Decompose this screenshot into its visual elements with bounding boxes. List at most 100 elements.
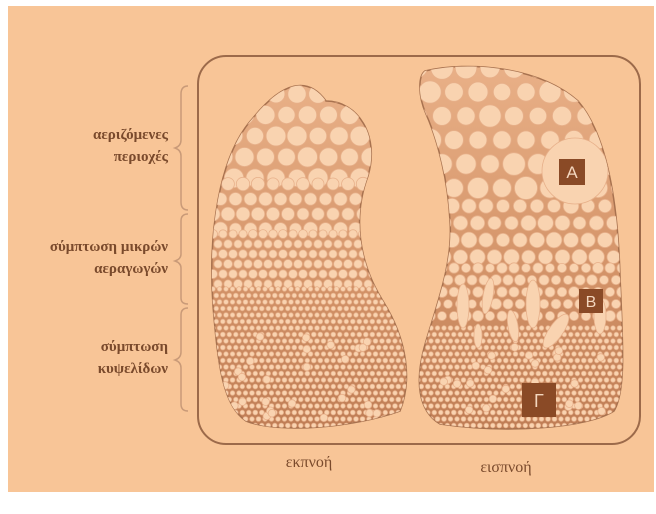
alveolus <box>331 358 336 363</box>
alveolus <box>276 287 281 292</box>
alveolus <box>325 384 330 389</box>
alveolus <box>227 410 232 415</box>
alveolus <box>426 371 431 376</box>
alveolus <box>432 332 437 337</box>
alveolus <box>503 299 513 309</box>
alveolus <box>451 410 456 415</box>
alveolus <box>394 280 403 289</box>
alveolus <box>367 378 372 383</box>
alveolus <box>282 300 287 305</box>
alveolus <box>349 193 361 205</box>
alveolus <box>490 384 495 389</box>
alveolus <box>305 358 310 363</box>
alveolus <box>507 417 512 422</box>
alveolus <box>406 287 411 292</box>
alveolus <box>209 250 217 258</box>
alveolus <box>399 250 407 258</box>
alveolus <box>239 250 248 259</box>
alveolus <box>269 300 274 305</box>
alveolus <box>617 365 622 370</box>
alveolus <box>360 417 365 422</box>
alveolus <box>464 397 469 402</box>
label-alveolar-collapse-line2: κυψελίδων <box>48 358 168 380</box>
alveolus <box>513 417 518 422</box>
alveolus <box>357 293 362 298</box>
alveolus <box>363 332 368 337</box>
alveolus <box>247 384 252 389</box>
alveolus <box>488 216 501 229</box>
alveolus <box>531 360 539 368</box>
alveolus <box>432 384 437 389</box>
alveolus <box>360 365 365 370</box>
alveolus <box>377 332 382 337</box>
alveolus <box>604 378 609 383</box>
alveolus <box>455 404 460 409</box>
alveolus <box>523 345 528 350</box>
alveolus <box>478 384 483 389</box>
alveolus <box>350 410 355 415</box>
alveolus <box>611 326 616 331</box>
alveolus <box>295 339 300 344</box>
alveolus <box>594 397 599 402</box>
alveolus <box>403 293 408 298</box>
alveolus <box>279 230 288 239</box>
alveolus <box>555 250 570 265</box>
alveolus <box>337 371 342 376</box>
alveolus <box>324 240 332 248</box>
alveolus <box>259 345 264 350</box>
alveolus <box>247 306 252 311</box>
alveolus <box>234 306 239 311</box>
alveolus <box>327 178 339 190</box>
alveolus <box>319 250 327 258</box>
alveolus <box>588 384 593 389</box>
alveolus <box>428 199 443 214</box>
alveolus <box>357 208 370 221</box>
alveolus <box>510 358 515 363</box>
alveolus <box>276 300 281 305</box>
alveolus <box>425 263 435 273</box>
alveolus <box>230 391 235 396</box>
alveolus <box>276 417 281 422</box>
alveolus <box>289 417 294 422</box>
alveolus <box>425 384 430 389</box>
alveolus <box>479 199 493 213</box>
alveolus <box>578 417 583 422</box>
alveolus <box>530 371 535 376</box>
alveolus <box>312 371 317 376</box>
alveolus <box>504 371 509 376</box>
alveolus <box>360 326 365 331</box>
alveolus <box>477 358 482 363</box>
alveolus <box>359 270 367 278</box>
alveolus <box>481 391 486 396</box>
alveolus <box>575 371 580 376</box>
alveolus <box>315 313 320 318</box>
alveolus <box>565 391 570 396</box>
alveolus <box>279 306 284 311</box>
alveolus <box>604 339 609 344</box>
alveolus <box>394 260 402 268</box>
alveolus <box>234 397 239 402</box>
alveolus <box>230 352 235 357</box>
alveolus <box>289 352 294 357</box>
alveolus <box>292 319 297 324</box>
alveolus <box>393 300 398 305</box>
alveolus <box>339 270 348 279</box>
alveolus <box>219 270 228 279</box>
alveolus <box>439 371 444 376</box>
alveolus <box>546 352 551 357</box>
alveolus <box>481 352 486 357</box>
alveolus <box>478 397 483 402</box>
alveolus <box>525 352 533 360</box>
alveolus <box>331 397 336 402</box>
alveolus <box>604 391 609 396</box>
alveolus <box>351 397 356 402</box>
alveolus <box>282 287 287 292</box>
alveolus <box>509 263 519 273</box>
alveolus <box>432 371 437 376</box>
alveolus <box>363 423 368 428</box>
alveolus <box>522 250 536 264</box>
alveolus <box>581 384 586 389</box>
alveolus <box>269 352 274 357</box>
alveolus <box>282 404 287 409</box>
alveolus <box>575 358 580 363</box>
